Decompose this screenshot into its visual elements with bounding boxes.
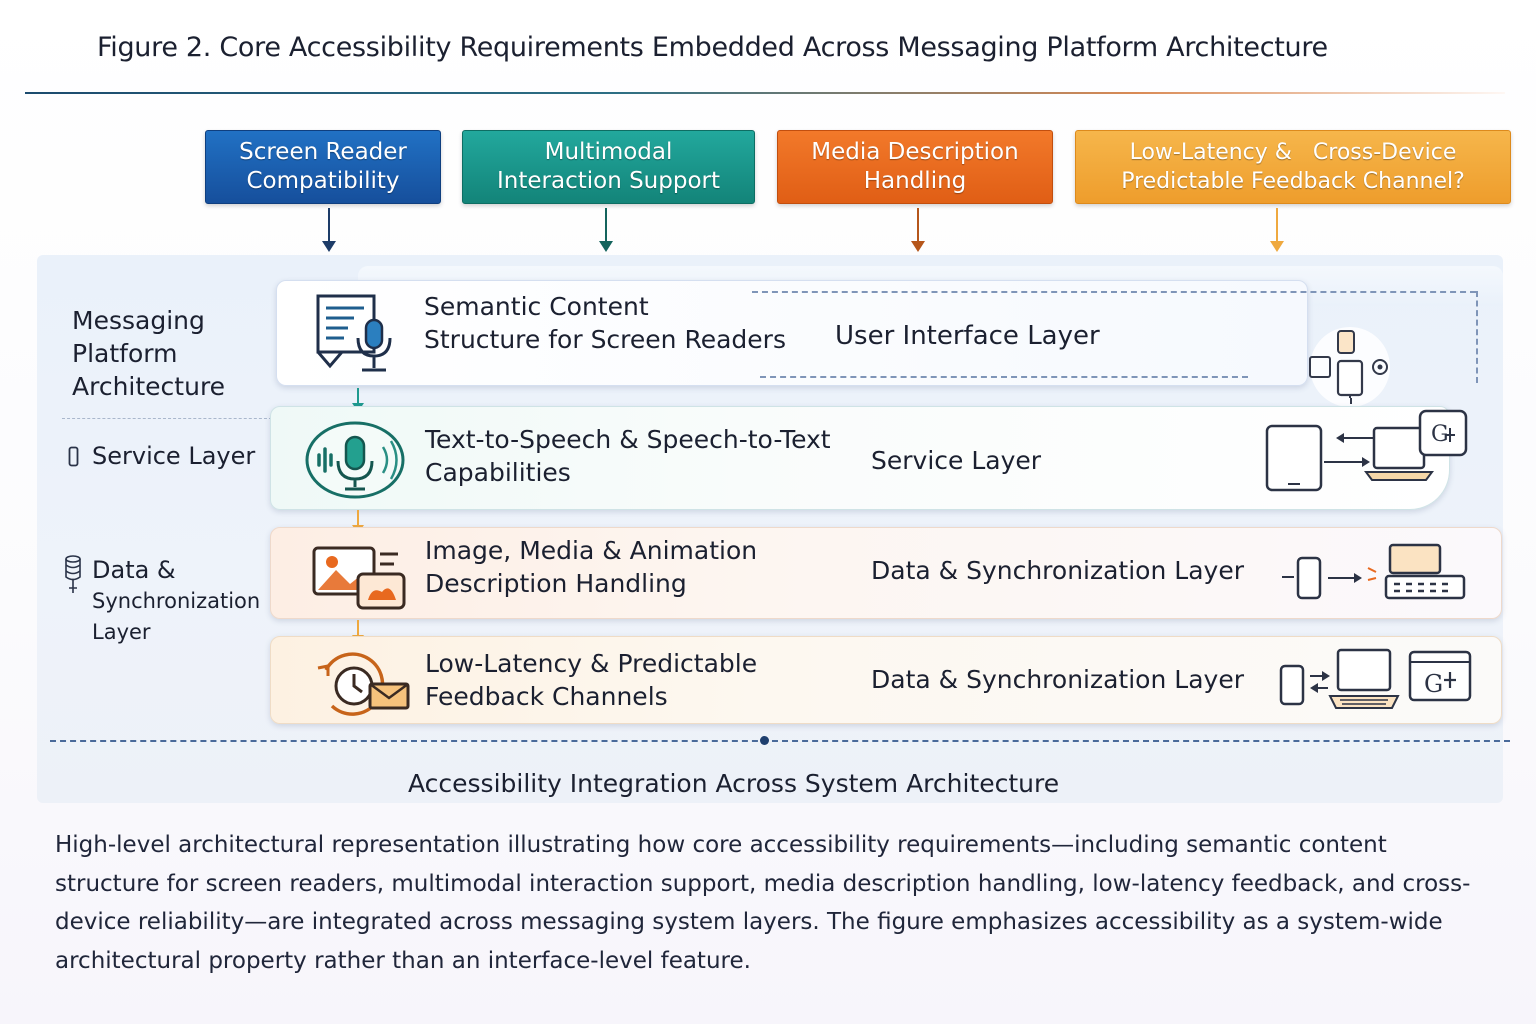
svg-text:G: G — [1431, 422, 1449, 447]
database-icon — [65, 555, 81, 593]
requirement-line1: Screen Reader — [239, 139, 407, 165]
sidebar-architecture-label: Messaging Platform Architecture — [72, 304, 225, 403]
figure-title: Figure 2. Core Accessibility Requirement… — [97, 32, 1328, 63]
layer-name-data-sync: Data & Synchronization Layer — [871, 556, 1244, 585]
feature-line: Capabilities — [425, 458, 571, 487]
devices-sync-icon — [1309, 327, 1390, 407]
feature-semantic-content: Semantic Content Structure for Screen Re… — [424, 290, 786, 356]
requirement-multimodal: Multimodal Interaction Support — [462, 130, 755, 204]
feature-line: Description Handling — [425, 569, 687, 598]
feature-line: Semantic Content — [424, 292, 649, 321]
integration-dashed-line — [50, 740, 1510, 742]
sidebar-data-label: Data & Synchronization Layer — [92, 555, 260, 648]
requirement-line1: Media Description — [811, 139, 1019, 165]
cross-device-icon: G — [1265, 409, 1468, 492]
document-microphone-icon — [316, 294, 392, 372]
sidebar-service-label: Service Layer — [92, 442, 256, 470]
arrow-multimodal — [599, 208, 613, 252]
ui-layer-dashed-outline — [752, 291, 1476, 293]
title-divider — [25, 92, 1505, 94]
layer-user-interface — [276, 280, 1308, 386]
phone-to-keyboard-icon — [1282, 543, 1466, 600]
phone-laptop-browser-icon: G — [1279, 648, 1472, 709]
svg-text:G: G — [1424, 670, 1443, 698]
layer-name-service: Service Layer — [871, 446, 1042, 475]
integration-footer-label: Accessibility Integration Across System … — [408, 769, 1060, 798]
sidebar-data-line: Synchronization — [92, 589, 261, 613]
feature-line: Structure for Screen Readers — [424, 325, 786, 354]
feature-line: Low-Latency & Predictable — [425, 649, 758, 678]
ui-layer-dashed-right — [1476, 291, 1478, 383]
requirement-line1: Multimodal — [544, 139, 673, 165]
sidebar-data-line: Layer — [92, 620, 151, 644]
requirement-screen-reader: Screen Reader Compatibility — [205, 130, 441, 204]
layer-name-data-sync-2: Data & Synchronization Layer — [871, 665, 1244, 694]
layer-name-ui: User Interface Layer — [835, 321, 1100, 351]
voice-microphone-icon — [305, 421, 405, 499]
phone-small-icon — [68, 446, 79, 467]
feature-line: Feedback Channels — [425, 682, 668, 711]
requirement-line2: Predictable Feedback Channel? — [1121, 169, 1465, 194]
sidebar-data-line: Data & — [92, 556, 176, 584]
sidebar-divider — [62, 418, 272, 419]
feature-line: Image, Media & Animation — [425, 536, 758, 565]
requirement-low-latency: Low-Latency & Cross-Device Predictable F… — [1075, 130, 1511, 204]
sidebar-architecture-line: Architecture — [72, 372, 226, 401]
sidebar-architecture-line: Messaging — [72, 306, 205, 335]
image-media-icon — [312, 546, 406, 610]
requirement-line2: Handling — [863, 168, 967, 194]
feature-low-latency-feedback: Low-Latency & Predictable Feedback Chann… — [425, 647, 757, 713]
arrow-media — [911, 208, 925, 252]
ui-layer-dashed-bottom — [760, 376, 1248, 378]
requirement-media-description: Media Description Handling — [777, 130, 1053, 204]
layer-data-sync-media — [270, 527, 1502, 619]
connector-arrow — [352, 388, 364, 412]
arrow-low-latency — [1270, 208, 1284, 252]
feature-tts-stt: Text-to-Speech & Speech-to-Text Capabili… — [425, 423, 831, 489]
requirement-line2: Compatibility — [246, 168, 400, 194]
requirement-line1: Low-Latency & Cross-Device — [1129, 140, 1457, 165]
integration-node — [760, 736, 769, 745]
clock-envelope-icon — [317, 652, 410, 716]
layer-service — [270, 406, 1450, 510]
arrow-screen-reader — [322, 208, 336, 252]
feature-line: Text-to-Speech & Speech-to-Text — [425, 425, 831, 454]
sidebar-architecture-line: Platform — [72, 339, 178, 368]
feature-media-description: Image, Media & Animation Description Han… — [425, 534, 757, 600]
requirement-line2: Interaction Support — [496, 168, 720, 194]
figure-caption: High-level architectural representation … — [55, 832, 1471, 974]
